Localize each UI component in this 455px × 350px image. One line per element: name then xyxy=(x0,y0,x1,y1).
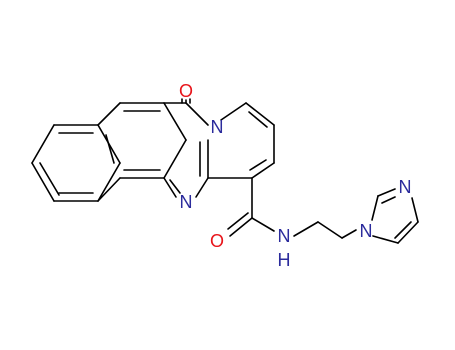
bridgehead-nitrogen-label: N xyxy=(211,117,224,137)
bond xyxy=(39,162,60,196)
bond xyxy=(377,188,396,197)
bond xyxy=(169,179,181,194)
amide-nitrogen-label: N xyxy=(278,226,291,246)
imidazole-n3-label: N xyxy=(399,177,412,197)
amide-oxygen-label: O xyxy=(210,231,224,251)
bond xyxy=(163,102,187,141)
bond xyxy=(97,162,121,202)
ketone-oxygen-label: O xyxy=(179,81,193,101)
bond xyxy=(163,139,187,179)
bond xyxy=(163,177,177,198)
bond xyxy=(97,102,121,126)
bond xyxy=(229,217,253,237)
bond xyxy=(341,229,357,239)
bond xyxy=(381,196,396,204)
imidazole-n1-label: N xyxy=(360,221,373,241)
ring-nitrogen-label: N xyxy=(180,192,193,212)
bond xyxy=(371,195,379,221)
bond-lines xyxy=(31,98,419,244)
bond xyxy=(394,221,412,239)
bond xyxy=(31,124,55,164)
bond xyxy=(227,212,249,230)
bond xyxy=(372,235,399,244)
bond xyxy=(293,221,319,237)
bond xyxy=(195,177,209,198)
bond xyxy=(251,217,275,232)
bond xyxy=(31,162,55,202)
bond xyxy=(97,177,121,202)
bond xyxy=(245,102,275,126)
atom-labels: O N N O N H N N xyxy=(179,81,412,270)
bond xyxy=(251,162,275,179)
bond xyxy=(317,221,343,239)
bond xyxy=(105,134,115,164)
bond xyxy=(220,102,247,121)
bond xyxy=(397,221,419,244)
amide-hydrogen-label: H xyxy=(278,250,291,270)
bond xyxy=(248,111,268,128)
bond xyxy=(249,159,267,171)
bond xyxy=(411,197,419,223)
bond xyxy=(185,102,209,126)
